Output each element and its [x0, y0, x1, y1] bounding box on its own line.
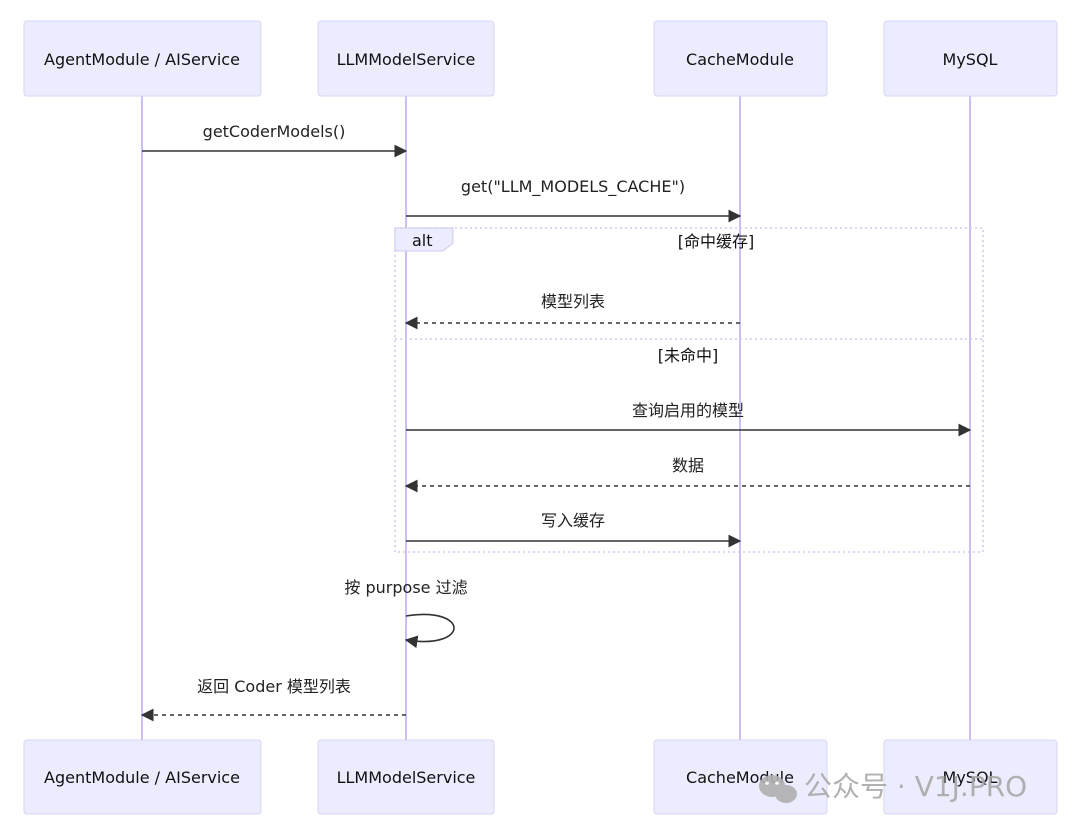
actor-mysql-top: MySQL — [883, 20, 1058, 97]
actor-agent-label: AgentModule / AIService — [44, 50, 240, 69]
message-label-model-list: 模型列表 — [541, 292, 605, 311]
message-label-return-coder-models: 返回 Coder 模型列表 — [197, 677, 351, 696]
actor-llm-label: LLMModelService — [337, 768, 476, 787]
message-label-filter-purpose: 按 purpose 过滤 — [344, 578, 467, 597]
message-label-data: 数据 — [672, 456, 704, 475]
alt-frame — [394, 227, 984, 553]
actor-mysql-label: MySQL — [943, 768, 998, 787]
actor-mysql-bottom: MySQL — [883, 739, 1058, 815]
actor-agent-bottom: AgentModule / AIService — [23, 739, 262, 815]
alt-frame-label: alt — [412, 231, 433, 250]
message-label-get-cache: get("LLM_MODELS_CACHE") — [461, 177, 685, 197]
actor-llm-top: LLMModelService — [317, 20, 495, 97]
wechat-icon — [759, 775, 797, 803]
actor-cache-top: CacheModule — [653, 20, 828, 97]
actor-mysql-label: MySQL — [943, 50, 998, 69]
alt-frame-label-box — [394, 227, 454, 252]
actor-cache-label: CacheModule — [686, 50, 794, 69]
actor-cache-bottom: CacheModule — [653, 739, 828, 815]
actor-agent-label: AgentModule / AIService — [44, 768, 240, 787]
actor-agent-top: AgentModule / AIService — [23, 20, 262, 97]
message-label-query-enabled: 查询启用的模型 — [632, 401, 744, 420]
alt-condition-hit: [命中缓存] — [678, 232, 755, 251]
message-label-write-cache: 写入缓存 — [541, 511, 605, 530]
watermark-text: 公众号 · V1J.PRO — [804, 770, 1027, 803]
message-label-get-coder-models: getCoderModels() — [203, 122, 346, 141]
actor-llm-label: LLMModelService — [337, 50, 476, 69]
alt-condition-miss: [未命中] — [658, 346, 719, 365]
watermark: 公众号 · V1J.PRO — [759, 770, 1027, 803]
message-arrow-filter-purpose — [404, 613, 455, 649]
actor-llm-bottom: LLMModelService — [317, 739, 495, 815]
